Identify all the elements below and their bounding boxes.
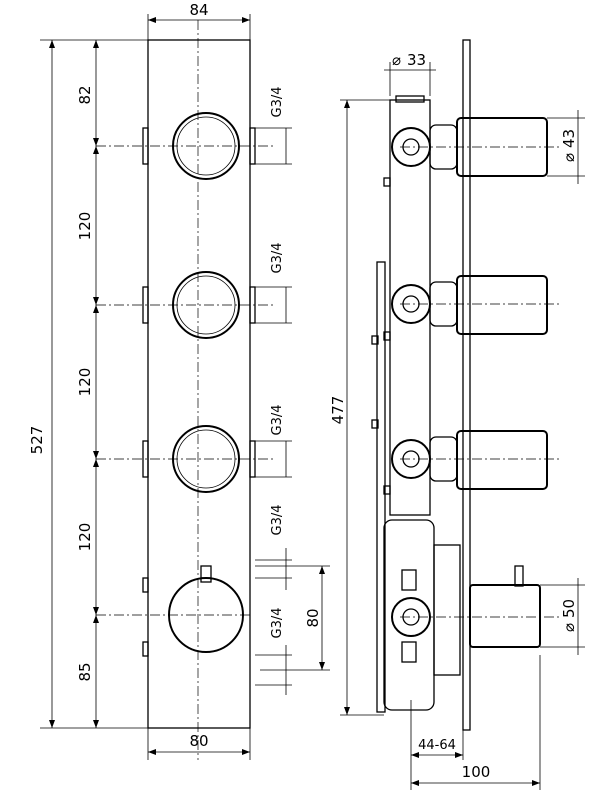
dim-width-bottom: 80 (147, 728, 251, 760)
port-5-label: G3/4 (270, 608, 285, 639)
side-main-pipe (389, 99, 431, 516)
dim-mixer-offset: 80 (255, 565, 330, 671)
side-mixer-body (383, 519, 560, 711)
dim-port-2: G3/4 (255, 243, 292, 324)
dim-port-5: G3/4 (255, 608, 292, 695)
dim-spacing-top: 82 (76, 85, 94, 104)
dim-total-height: 527 (28, 39, 148, 729)
dim-total-depth: 100 (410, 655, 541, 790)
dim-spacing-2: 120 (76, 368, 94, 397)
port-1-label: G3/4 (270, 87, 285, 118)
port-3-label: G3/4 (270, 405, 285, 436)
dim-width-top: 84 (147, 1, 251, 40)
dim-width-top-label: 84 (189, 1, 208, 19)
dim-pipe-diameter: ⌀ 33 (384, 51, 436, 96)
total-depth-label: 100 (462, 763, 491, 781)
dim-port-3: G3/4 (255, 405, 292, 478)
port-2-label: G3/4 (270, 243, 285, 274)
front-knob-3 (96, 425, 276, 493)
front-plate (147, 39, 251, 729)
wall-depth-label: 44-64 (418, 738, 456, 753)
mixer-offset-label: 80 (304, 608, 322, 627)
dim-knob-diameter: ⌀ 43 (547, 110, 585, 184)
dim-port-1: G3/4 (255, 87, 292, 165)
dim-spacing-bottom: 85 (76, 662, 94, 681)
mixer-diameter-symbol: ⌀ (560, 623, 578, 632)
body-height-label: 477 (329, 396, 347, 425)
side-handle-2 (391, 275, 560, 335)
side-mounting-tabs (371, 177, 391, 495)
dim-wall-depth: 44-64 (410, 700, 464, 760)
side-wall-plate (462, 39, 471, 731)
dim-width-bottom-label: 80 (189, 732, 208, 750)
dim-mixer-diameter: ⌀ 50 (540, 578, 585, 655)
side-back-plate (376, 261, 386, 713)
side-view: ⌀ 33 ⌀ 43 ⌀ 50 477 (329, 39, 585, 790)
front-knob-2 (96, 271, 276, 339)
side-handle-3 (391, 430, 560, 490)
mixer-diameter-label: 50 (560, 599, 578, 618)
front-view: 84 80 527 82 120 (28, 1, 330, 760)
side-handle-1 (391, 117, 560, 177)
dim-spacing-1: 120 (76, 212, 94, 241)
front-knob-1 (96, 112, 276, 180)
port-4-label: G3/4 (270, 505, 285, 536)
dim-port-4: G3/4 (255, 505, 292, 590)
knob-diameter-label: 43 (560, 129, 578, 148)
dim-spacing-chain: 82 120 120 120 85 (76, 40, 99, 728)
pipe-diameter-label: 33 (407, 51, 426, 69)
knob-diameter-symbol: ⌀ (560, 153, 578, 162)
dim-total-height-label: 527 (28, 426, 46, 455)
front-mixer-knob (96, 565, 250, 657)
dim-body-height: 477 (329, 99, 390, 716)
pipe-diameter-symbol: ⌀ (392, 51, 401, 69)
dim-spacing-3: 120 (76, 523, 94, 552)
